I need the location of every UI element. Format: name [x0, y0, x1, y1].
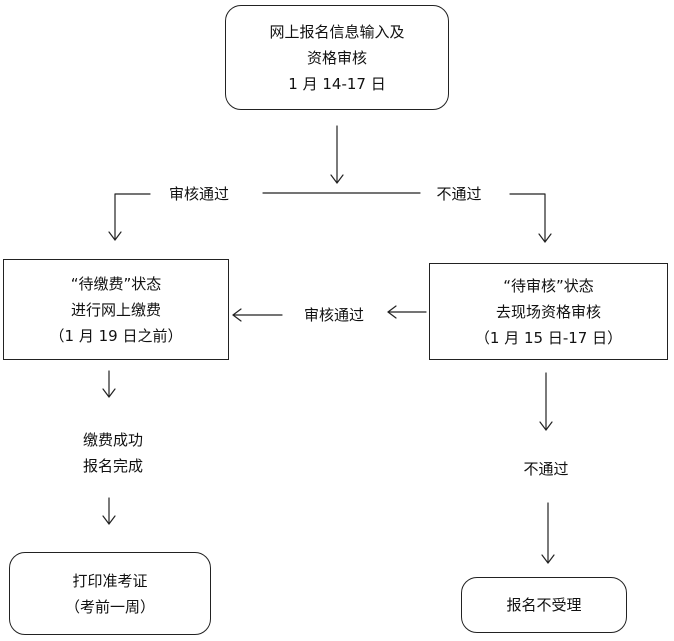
node-online-registration-line-1: 网上报名信息输入及 — [269, 22, 405, 41]
arrowhead-pay-down — [102, 388, 116, 398]
label-payment-success-line-2: 报名完成 — [82, 457, 143, 475]
label-review-pass-top: 审核通过 — [154, 181, 244, 207]
node-pending-payment: “待缴费”状态 进行网上缴费 （1 月 19 日之前） — [3, 259, 229, 360]
arrowhead-start-down — [330, 174, 344, 184]
node-online-registration-line-2: 资格审核 — [306, 48, 367, 67]
connector-fail-branch — [509, 193, 546, 243]
node-pending-review-line-3: （1 月 15 日-17 日） — [474, 328, 623, 347]
arrowhead-fail-branch — [538, 233, 552, 243]
node-online-registration-line-3: 1 月 14-17 日 — [288, 74, 386, 93]
arrowhead-review-pass-right — [387, 305, 397, 319]
node-registration-rejected: 报名不受理 — [461, 577, 627, 633]
node-print-admission-ticket-line-2: （考前一周） — [64, 597, 155, 616]
node-pending-payment-line-2: 进行网上缴费 — [70, 300, 161, 319]
arrowhead-review-pass-left — [232, 308, 242, 322]
node-pending-review: “待审核”状态 去现场资格审核 （1 月 15 日-17 日） — [429, 263, 668, 360]
label-review-fail-bottom: 不通过 — [510, 456, 582, 482]
node-pending-review-line-1: “待审核”状态 — [503, 276, 594, 295]
node-print-admission-ticket: 打印准考证 （考前一周） — [9, 552, 211, 635]
arrowhead-success-down — [102, 515, 116, 525]
node-print-admission-ticket-line-1: 打印准考证 — [72, 571, 148, 590]
node-pending-payment-line-3: （1 月 19 日之前） — [49, 326, 183, 345]
arrowhead-review-down — [539, 421, 553, 431]
node-pending-payment-line-1: “待缴费”状态 — [70, 274, 162, 293]
node-online-registration: 网上报名信息输入及 资格审核 1 月 14-17 日 — [225, 5, 449, 110]
label-review-fail-top: 不通过 — [423, 181, 495, 207]
arrowhead-fail-down — [541, 554, 555, 564]
label-review-pass-middle: 审核通过 — [289, 302, 379, 328]
node-pending-review-line-2: 去现场资格审核 — [495, 302, 601, 321]
arrowhead-pass-branch — [108, 231, 122, 241]
connector-pass-branch — [114, 193, 151, 241]
node-registration-rejected-line-1: 报名不受理 — [506, 596, 582, 614]
label-payment-success-line-1: 缴费成功 — [82, 431, 143, 449]
label-payment-success: 缴费成功 报名完成 — [58, 427, 168, 479]
